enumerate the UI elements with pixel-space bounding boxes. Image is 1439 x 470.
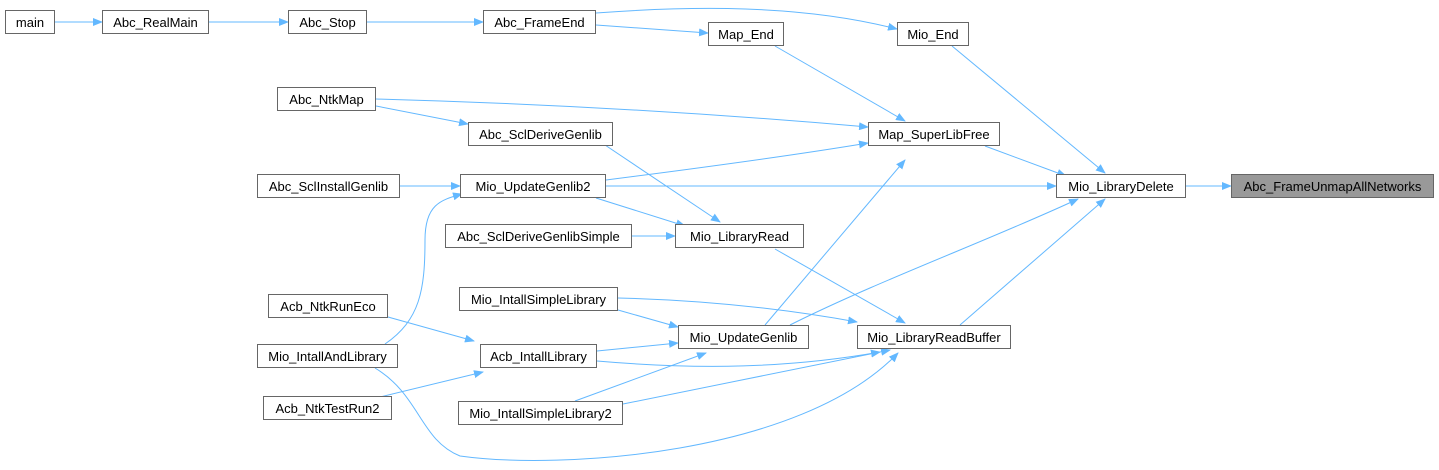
edge-acb-intalllibrary-to-mio-updategenlib xyxy=(596,339,679,352)
node-acb-intalllibrary[interactable]: Acb_IntallLibrary xyxy=(480,344,597,368)
edge-mio-end-to-mio-librarydelete xyxy=(951,45,1106,174)
node-mio-updategenlib[interactable]: Mio_UpdateGenlib xyxy=(678,325,809,349)
edge-mio-libraryread-to-mio-libraryreadbuffer xyxy=(774,248,906,324)
edge-abc-frameend-to-mio-end xyxy=(595,7,898,31)
edge-map-superlibfree-to-mio-librarydelete xyxy=(984,145,1067,177)
edge-mio-intallandlibrary-to-mio-updategenlib2 xyxy=(384,192,463,345)
node-mio-updategenlib2[interactable]: Mio_UpdateGenlib2 xyxy=(460,174,606,198)
edge-mio-intallsimplelibrary2-to-mio-updategenlib xyxy=(574,352,707,402)
edge-mio-intallsimplelibrary-to-mio-libraryreadbuffer xyxy=(617,297,858,325)
edge-acb-ntkruneco-to-acb-intalllibrary xyxy=(387,316,475,343)
edge-mio-intallsimplelibrary2-to-mio-libraryreadbuffer xyxy=(622,347,891,405)
edge-abc-ntkmap-to-map-superlibfree xyxy=(375,98,869,131)
edge-abc-ntkmap-to-abc-sclderivegenlib xyxy=(375,105,469,127)
edge-abc-frameend-to-map-end xyxy=(595,24,709,37)
edge-mio-updategenlib-to-map-superlibfree xyxy=(764,159,906,326)
edge-mio-updategenlib2-to-mio-libraryread xyxy=(595,197,686,228)
node-acb-ntktestrun2[interactable]: Acb_NtkTestRun2 xyxy=(263,396,392,420)
node-mio-intallandlibrary[interactable]: Mio_IntallAndLibrary xyxy=(257,344,398,368)
edge-map-end-to-map-superlibfree xyxy=(774,45,906,122)
node-map-superlibfree[interactable]: Map_SuperLibFree xyxy=(868,122,1000,146)
node-main[interactable]: main xyxy=(5,10,55,34)
node-mio-librarydelete[interactable]: Mio_LibraryDelete xyxy=(1056,174,1186,198)
node-abc-sclinstallgenlib[interactable]: Abc_SclInstallGenlib xyxy=(257,174,400,198)
node-acb-ntkruneco[interactable]: Acb_NtkRunEco xyxy=(268,294,388,318)
node-mio-libraryreadbuffer[interactable]: Mio_LibraryReadBuffer xyxy=(857,325,1011,349)
node-mio-intallsimplelibrary2[interactable]: Mio_IntallSimpleLibrary2 xyxy=(458,401,623,425)
node-abc-frameend[interactable]: Abc_FrameEnd xyxy=(483,10,596,34)
node-mio-end[interactable]: Mio_End xyxy=(897,22,969,46)
edge-mio-updategenlib2-to-map-superlibfree xyxy=(605,140,869,181)
node-abc-sclderivegenlib[interactable]: Abc_SclDeriveGenlib xyxy=(468,122,613,146)
edge-mio-intallandlibrary-to-mio-libraryreadbuffer xyxy=(374,352,899,461)
edge-acb-ntktestrun2-to-acb-intalllibrary xyxy=(379,370,484,398)
node-mio-libraryread[interactable]: Mio_LibraryRead xyxy=(675,224,804,248)
node-mio-intallsimplelibrary[interactable]: Mio_IntallSimpleLibrary xyxy=(459,287,618,311)
edge-mio-libraryreadbuffer-to-mio-librarydelete xyxy=(959,198,1106,326)
edge-mio-updategenlib-to-mio-librarydelete xyxy=(789,198,1079,326)
edge-abc-sclderivegenlib-to-mio-libraryread xyxy=(604,144,721,223)
node-abc-frameunmapallnetworks: Abc_FrameUnmapAllNetworks xyxy=(1231,174,1434,198)
node-map-end[interactable]: Map_End xyxy=(708,22,784,46)
node-abc-ntkmap[interactable]: Abc_NtkMap xyxy=(277,87,376,111)
node-abc-realmain[interactable]: Abc_RealMain xyxy=(102,10,209,34)
edge-mio-intallsimplelibrary-to-mio-updategenlib xyxy=(617,309,679,329)
node-abc-stop[interactable]: Abc_Stop xyxy=(288,10,367,34)
node-abc-sclderivegenlibsimple[interactable]: Abc_SclDeriveGenlibSimple xyxy=(445,224,632,248)
edge-acb-intalllibrary-to-mio-libraryreadbuffer xyxy=(596,349,881,367)
